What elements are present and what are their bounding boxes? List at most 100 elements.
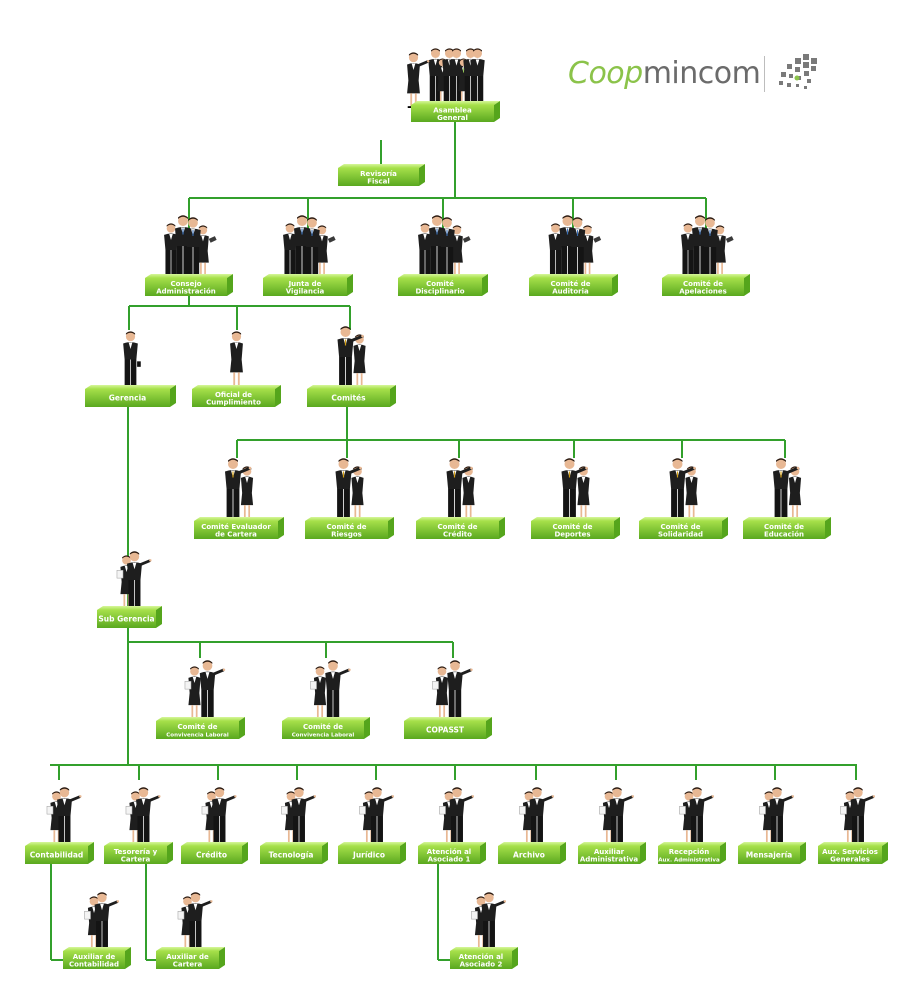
node-box xyxy=(531,521,614,539)
node-mensajeria[interactable]: Mensajería xyxy=(738,842,806,864)
node-label: Auxiliar de xyxy=(73,953,116,961)
woman-figure xyxy=(462,466,475,519)
node-box xyxy=(63,951,125,969)
node-box xyxy=(416,521,499,539)
node-box-top xyxy=(418,842,486,846)
node-label: de Cartera xyxy=(215,530,257,538)
node-comites[interactable]: Comités xyxy=(307,385,396,407)
node-box xyxy=(97,610,156,628)
servicios-figures xyxy=(840,787,876,844)
node-label: Apelaciones xyxy=(679,287,727,295)
node-box-side xyxy=(167,842,173,864)
node-box xyxy=(104,846,167,864)
logo-mark-icon xyxy=(779,54,818,89)
consejo-figures xyxy=(164,215,217,276)
node-box-side xyxy=(275,385,281,407)
node-box-top xyxy=(181,842,248,846)
node-box-top xyxy=(145,274,233,278)
node-box-side xyxy=(612,274,618,296)
node-tecnologia[interactable]: Tecnología xyxy=(260,842,328,864)
node-box xyxy=(411,105,494,122)
node-label: Auxiliar xyxy=(594,848,625,856)
node-juridico[interactable]: Jurídico xyxy=(338,842,406,864)
man-figure xyxy=(325,660,351,719)
node-credito[interactable]: Crédito xyxy=(181,842,248,864)
node-label: Oficial de xyxy=(215,391,252,399)
man-figure xyxy=(669,458,696,519)
node-copasst[interactable]: COPASST xyxy=(404,717,492,739)
atencion2-figures xyxy=(471,892,507,949)
node-label: Cartera xyxy=(121,855,151,863)
woman-figure xyxy=(577,466,590,519)
gerencia-figures xyxy=(123,331,141,387)
educacion-figures xyxy=(773,458,802,519)
contabilidad-figures xyxy=(46,787,82,844)
logo-separator xyxy=(764,56,766,92)
node-archivo[interactable]: Archivo xyxy=(498,842,566,864)
node-box xyxy=(156,951,219,969)
node-label: Comité de xyxy=(551,280,591,288)
man-figure xyxy=(439,217,455,276)
node-box-side xyxy=(560,842,566,864)
node-box-top xyxy=(305,517,394,521)
node-gerencia[interactable]: Gerencia xyxy=(85,385,176,407)
node-box-side xyxy=(390,385,396,407)
node-box-top xyxy=(282,717,370,721)
node-contabilidad[interactable]: Contabilidad xyxy=(25,842,94,864)
man-figure xyxy=(283,223,297,276)
node-box-top xyxy=(85,385,176,389)
node-label: Comité xyxy=(426,280,454,288)
node-box-top xyxy=(192,385,281,389)
node-label: Cartera xyxy=(173,960,203,968)
logo-text-coop: Coop xyxy=(568,56,643,91)
node-label: Solidaridad xyxy=(658,530,703,538)
woman-figure xyxy=(353,334,366,387)
convivencia2-figures xyxy=(310,660,351,719)
node-box-side xyxy=(722,517,728,539)
man-figure xyxy=(689,787,715,844)
node-box xyxy=(743,521,825,539)
node-box-top xyxy=(260,842,328,846)
node-subgerencia[interactable]: Sub Gerencia xyxy=(97,606,162,628)
node-box-top xyxy=(156,947,225,951)
node-box-side xyxy=(640,842,646,864)
node-box-side xyxy=(512,947,518,969)
credito_c-figures xyxy=(446,458,475,519)
node-box-top xyxy=(338,164,425,168)
node-box-side xyxy=(322,842,328,864)
man-figure xyxy=(449,787,475,844)
node-box-top xyxy=(104,842,173,846)
node-label: Cumplimiento xyxy=(206,398,261,406)
node-label: Recepción xyxy=(669,848,709,856)
node-box xyxy=(145,278,227,296)
man-figure xyxy=(335,458,362,519)
woman-figure xyxy=(451,225,471,276)
node-box xyxy=(263,278,347,296)
